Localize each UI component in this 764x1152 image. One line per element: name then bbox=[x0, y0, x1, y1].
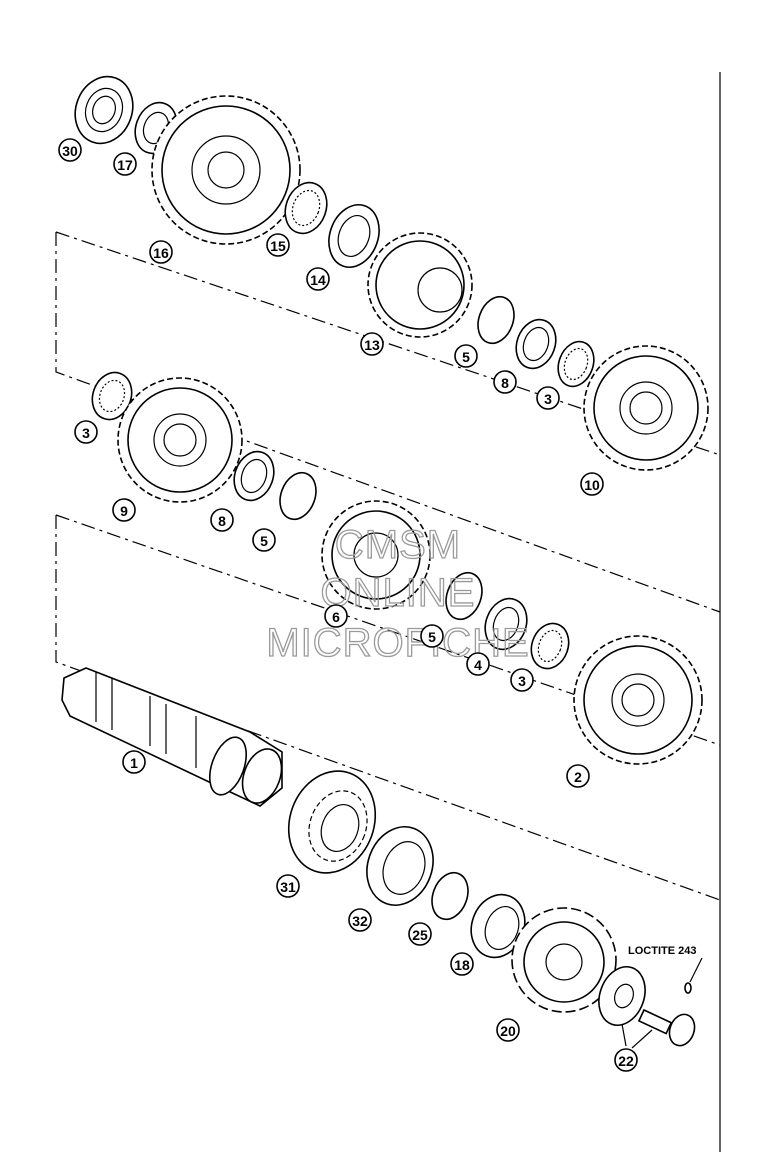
svg-text:18: 18 bbox=[454, 957, 470, 973]
callout-17: 17 bbox=[113, 152, 137, 176]
gear-13 bbox=[367, 232, 473, 338]
callout-32: 32 bbox=[348, 908, 372, 932]
circlip-5-left bbox=[279, 471, 317, 521]
group-boundary-lines bbox=[55, 231, 721, 901]
gear-10 bbox=[583, 345, 709, 471]
watermark: CMSM ONLINE MICROFICHE bbox=[266, 522, 530, 665]
svg-text:4: 4 bbox=[474, 657, 482, 673]
svg-text:13: 13 bbox=[364, 337, 380, 353]
svg-text:1: 1 bbox=[130, 755, 138, 771]
seal-32 bbox=[366, 826, 434, 906]
loctite-note: LOCTITE 243 bbox=[628, 945, 696, 957]
callout-25: 25 bbox=[408, 922, 432, 946]
callout-22: 22 bbox=[614, 1048, 638, 1072]
svg-text:30: 30 bbox=[62, 143, 78, 159]
callout-3: 3 bbox=[510, 668, 534, 692]
needle-bearing-15 bbox=[284, 181, 328, 235]
callout-20: 20 bbox=[496, 1018, 520, 1042]
callout-4: 4 bbox=[466, 652, 490, 676]
callout-3: 3 bbox=[536, 386, 560, 410]
watermark-line-1: CMSM bbox=[335, 523, 461, 567]
svg-text:31: 31 bbox=[280, 879, 296, 895]
callout-14: 14 bbox=[306, 267, 330, 291]
svg-text:3: 3 bbox=[544, 391, 552, 407]
svg-text:16: 16 bbox=[153, 245, 169, 261]
svg-text:32: 32 bbox=[352, 913, 368, 929]
loctite-leader-line bbox=[689, 957, 703, 983]
gear-16 bbox=[151, 95, 301, 245]
needle-bearing-3-lower bbox=[530, 622, 570, 670]
gear-9 bbox=[117, 377, 243, 503]
main-shaft-1 bbox=[61, 667, 283, 807]
gear-6 bbox=[321, 500, 431, 610]
circlip-5-upper bbox=[477, 295, 515, 345]
washer-8-left bbox=[233, 450, 275, 502]
callout-13: 13 bbox=[360, 332, 384, 356]
leader-22a bbox=[621, 1023, 627, 1047]
sprocket-20 bbox=[511, 907, 617, 1013]
callout-5: 5 bbox=[252, 528, 276, 552]
callout-30: 30 bbox=[58, 138, 82, 162]
bearing-30 bbox=[74, 75, 134, 145]
leader-22b bbox=[631, 1029, 653, 1049]
svg-text:8: 8 bbox=[501, 375, 509, 391]
svg-text:3: 3 bbox=[518, 673, 526, 689]
svg-text:20: 20 bbox=[500, 1023, 516, 1039]
watermark-line-3: MICROFICHE bbox=[266, 621, 529, 665]
watermark-line-2: ONLINE bbox=[321, 571, 476, 615]
svg-text:5: 5 bbox=[462, 349, 470, 365]
callout-18: 18 bbox=[450, 952, 474, 976]
callout-10: 10 bbox=[580, 472, 604, 496]
svg-text:9: 9 bbox=[120, 503, 128, 519]
loctite-drop-icon bbox=[684, 982, 692, 994]
callout-8: 8 bbox=[210, 508, 234, 532]
callout-1: 1 bbox=[122, 750, 146, 774]
svg-text:2: 2 bbox=[574, 769, 582, 785]
svg-text:14: 14 bbox=[310, 272, 326, 288]
circlip-5-middle bbox=[445, 571, 483, 621]
svg-text:10: 10 bbox=[584, 477, 600, 493]
bearing-31 bbox=[287, 770, 377, 874]
callout-9: 9 bbox=[112, 498, 136, 522]
callout-6: 6 bbox=[324, 604, 348, 628]
needle-bearing-3-upper bbox=[557, 340, 595, 388]
callout-5: 5 bbox=[420, 624, 444, 648]
svg-text:3: 3 bbox=[82, 425, 90, 441]
svg-text:5: 5 bbox=[428, 629, 436, 645]
callout-8: 8 bbox=[493, 370, 517, 394]
svg-text:8: 8 bbox=[218, 513, 226, 529]
washer-4 bbox=[484, 597, 528, 651]
svg-text:5: 5 bbox=[260, 533, 268, 549]
needle-bearing-3-left bbox=[91, 371, 133, 421]
svg-text:22: 22 bbox=[618, 1053, 634, 1069]
gear-2 bbox=[573, 635, 703, 765]
callout-5: 5 bbox=[454, 344, 478, 368]
o-ring-25 bbox=[431, 871, 469, 921]
washer-8-upper bbox=[515, 318, 557, 370]
svg-text:15: 15 bbox=[270, 238, 286, 254]
svg-text:17: 17 bbox=[117, 157, 133, 173]
washer-22 bbox=[598, 966, 646, 1026]
bolt-22 bbox=[637, 982, 696, 1047]
callout-16: 16 bbox=[149, 240, 173, 264]
callout-15: 15 bbox=[266, 233, 290, 257]
callout-2: 2 bbox=[566, 764, 590, 788]
svg-text:25: 25 bbox=[412, 927, 428, 943]
callout-3: 3 bbox=[74, 420, 98, 444]
washer-14 bbox=[328, 204, 380, 268]
callout-31: 31 bbox=[276, 874, 300, 898]
svg-text:6: 6 bbox=[332, 609, 340, 625]
